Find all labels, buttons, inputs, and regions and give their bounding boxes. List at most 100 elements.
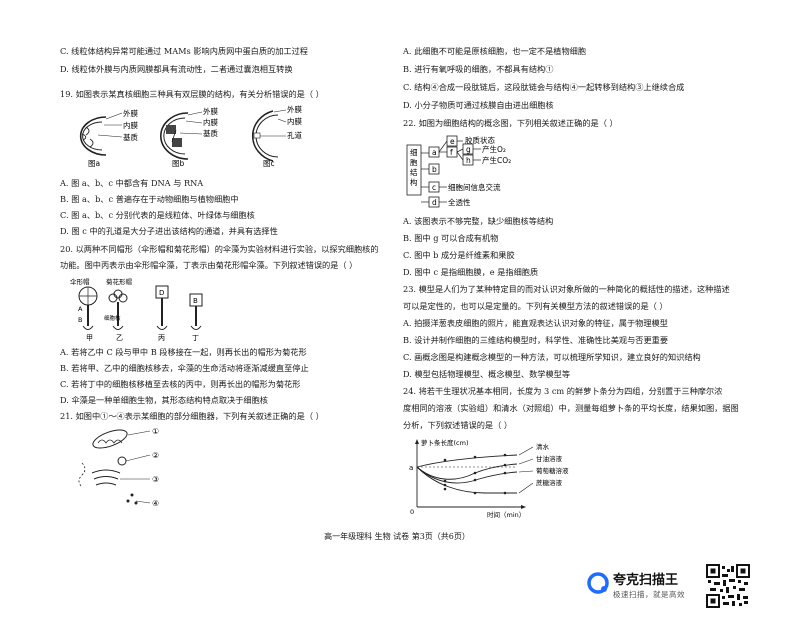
q19-fig-b-chloroplast: 外膜 内膜 基质 图b bbox=[160, 106, 218, 168]
q23-option-d: D. 模型包括物理模型、概念模型、数学模型等 bbox=[403, 369, 571, 379]
q20-option-b: B. 若将甲、乙中的细胞核移去，伞藻的生命活动将逐渐减缓直至停止 bbox=[60, 363, 309, 373]
q19-fig-b-label-inner: 内膜 bbox=[203, 117, 218, 127]
q19-fig-b-label-outer: 外膜 bbox=[203, 106, 218, 116]
q20-fig-seg-d: D bbox=[159, 289, 164, 297]
q23-option-c: C. 画概念图是构建概念模型的一种方法，可以梳理所学知识，建立良好的知识结构 bbox=[403, 352, 701, 362]
qr-code-icon bbox=[706, 564, 750, 608]
q22-box-d-label: d bbox=[432, 198, 437, 207]
q19-fig-a-caption: 图a bbox=[88, 159, 100, 168]
q24-origin: 0 bbox=[410, 508, 414, 516]
q22-root-char: 结 bbox=[410, 167, 418, 177]
q22-box-a-label: a bbox=[432, 148, 437, 157]
q18-option-d: D. 线粒体外膜与内质网膜都具有流动性，二者通过囊泡相互转换 bbox=[60, 64, 293, 74]
q24-curve-sucrose bbox=[416, 466, 517, 494]
q20-figure: 伞形帽 菊花形帽 A B 甲 细胞核 乙 D bbox=[70, 277, 203, 342]
q20-fig-label-yi: 乙 bbox=[116, 334, 123, 342]
q21-figure: ① ② ③ ④ bbox=[78, 427, 159, 508]
q21-mark-2: ② bbox=[152, 451, 159, 460]
q24-stem-line3: 分析，下列叙述错误的是（ ） bbox=[403, 420, 513, 430]
q22-text-colloid: 胶质状态 bbox=[465, 135, 495, 145]
q22-box-b-label: b bbox=[432, 165, 437, 174]
q22-box-c-label: c bbox=[432, 183, 436, 192]
q24-x-label: 时间（min） bbox=[487, 510, 525, 519]
q20-fig-label-ding: 丁 bbox=[192, 334, 199, 342]
q23-stem-line2: 可以是定性的，也可以是定量的。下列有关模型方法的叙述错误的是（ ） bbox=[403, 301, 668, 311]
q22-option-b: B. 图中 g 可以合成有机物 bbox=[403, 233, 499, 243]
q19-fig-c-label-pore: 孔道 bbox=[287, 130, 302, 140]
q21-golgi bbox=[91, 469, 121, 486]
q22-option-d: D. 图中 c 是指细胞膜，e 是指细胞质 bbox=[403, 267, 539, 277]
brand-name: 夸克扫描王 bbox=[613, 573, 679, 588]
q20-option-a: A. 若将乙中 C 段与甲中 B 段移接在一起，则再长出的帽形为菊花形 bbox=[60, 347, 307, 357]
q24-legend-glucose: 葡萄糖溶液 bbox=[536, 466, 569, 475]
q20-fig-jia: A B 甲 bbox=[78, 286, 98, 342]
q20-fig-seg-a: A bbox=[78, 305, 83, 313]
q19-fig-a-label-inner: 内膜 bbox=[123, 120, 138, 130]
q24-curve-glucose bbox=[416, 466, 518, 484]
q19-fig-b-caption: 图b bbox=[172, 159, 184, 168]
q22-box-f-label: f bbox=[450, 148, 453, 157]
q22-box-b bbox=[428, 163, 440, 175]
brand-slogan: 极速扫描，就是高效 bbox=[613, 590, 685, 599]
q24-stem-line1: 24. 将若干生理状况基本相同，长度为 3 cm 的鲜萝卜条分为四组，分别置于三… bbox=[403, 386, 723, 396]
q21-mark-3: ③ bbox=[152, 475, 159, 484]
q22-box-e-label: e bbox=[450, 137, 455, 146]
q19-fig-c-nuclear-envelope: 外膜 内膜 孔道 图c bbox=[252, 104, 302, 168]
q21-mark-4: ④ bbox=[152, 499, 159, 508]
q22-text-co2: 产生CO₂ bbox=[482, 155, 511, 165]
q21-mark-1: ① bbox=[152, 427, 159, 436]
q21-stem: 21. 如图中①～④表示某细胞的部分细胞器，下列有关叙述正确的是（ ） bbox=[60, 411, 324, 421]
q22-text-o2: 产生O₂ bbox=[482, 144, 506, 154]
q19-fig-c-caption: 图c bbox=[263, 159, 275, 168]
q20-option-d: D. 伞藻是一种单细胞生物，其形态结构特点取决于细胞核 bbox=[60, 395, 268, 405]
q24-stem-line2: 度相同的溶液（实验组）和清水（对照组）中，测量每组萝卜条的平均长度，结果如图，据… bbox=[403, 403, 739, 413]
q20-fig-bing: D 丙 bbox=[155, 285, 169, 342]
q24-legend-water: 清水 bbox=[536, 442, 550, 451]
scanner-watermark: 夸克扫描王 极速扫描，就是高效 bbox=[587, 568, 697, 608]
page-footer: 高一年级理科 生物 试卷 第3页（共6页） bbox=[324, 532, 470, 541]
q24-chart: 萝卜条长度(cm) a 0 时间（min） 清水 甘油溶液 葡萄糖溶液 蔗糖溶液 bbox=[409, 438, 569, 519]
q20-stem-line2: 功能。图中丙表示由伞形帽伞藻，丁表示由菊花形帽伞藻。下列叙述错误的是（ ） bbox=[60, 260, 358, 270]
q20-fig-seg-b2: B bbox=[193, 297, 198, 305]
q19-fig-a-label-matrix: 基质 bbox=[123, 132, 138, 142]
q20-fig-ding: B 丁 bbox=[189, 293, 203, 342]
q20-fig-nucleus-label: 细胞核 bbox=[104, 314, 121, 322]
q20-fig-seg-b: B bbox=[78, 316, 82, 324]
q22-root-char: 构 bbox=[410, 177, 418, 187]
q19-fig-c-label-outer: 外膜 bbox=[287, 104, 302, 114]
q22-option-c: C. 图中 b 成分是纤维素和果胶 bbox=[403, 250, 515, 260]
q19-fig-c-label-inner: 内膜 bbox=[287, 116, 302, 126]
q21-option-c: C. 结构④合成一段肽链后，这段肽链会与结构④一起转移到结构③上继续合成 bbox=[403, 82, 685, 92]
q20-fig-umbrella-label: 伞形帽 bbox=[70, 277, 90, 286]
q19-fig-a-mitochondrion: 外膜 内膜 基质 图a bbox=[79, 108, 138, 168]
q19-figure: 外膜 内膜 基质 图a 外膜 内膜 基质 图b bbox=[79, 104, 302, 168]
q19-option-d: D. 图 c 中的孔道是大分子进出该结构的通道，并具有选择性 bbox=[60, 226, 278, 236]
q18-option-c: C. 线粒体结构异常可能通过 MAMs 影响内质网中蛋白质的加工过程 bbox=[60, 46, 308, 56]
q23-option-b: B. 设计并制作细胞的三维结构模型时，科学性、准确性比美观与否更重要 bbox=[403, 335, 669, 345]
q20-stem-line1: 20. 以两种不同帽形（伞形帽和菊花形帽）的伞藻为实验材料进行实验，以探究细胞核… bbox=[60, 244, 379, 254]
q21-mitochondrion bbox=[92, 429, 128, 449]
q22-stem: 22. 如图为细胞结构的概念图，下列相关叙述正确的是（ ） bbox=[403, 118, 618, 128]
quark-logo-icon bbox=[587, 572, 609, 594]
q22-box-h-label: h bbox=[466, 156, 471, 165]
q22-text-signal: 细胞间信息交流 bbox=[448, 182, 501, 192]
q24-legend-glycerol: 甘油溶液 bbox=[536, 454, 563, 463]
q19-fig-a-label-outer: 外膜 bbox=[123, 108, 138, 118]
q19-option-a: A. 图 a、b、c 中都含有 DNA 与 RNA bbox=[60, 178, 204, 188]
q19-fig-b-label-matrix: 基质 bbox=[203, 128, 218, 138]
q19-option-c: C. 图 a、b、c 分别代表的是线粒体、叶绿体与细胞核 bbox=[60, 210, 255, 220]
q21-option-d: D. 小分子物质可通过核膜自由进出细胞核 bbox=[403, 100, 554, 110]
q22-option-a: A. 该图表示不够完整，缺少细胞核等结构 bbox=[403, 216, 554, 226]
q21-centriole bbox=[117, 456, 127, 466]
q22-root-label: 细胞结构 bbox=[410, 147, 418, 187]
q20-fig-yi: 细胞核 乙 bbox=[104, 289, 128, 342]
q24-curve-water bbox=[416, 454, 518, 468]
q22-root-char: 胞 bbox=[410, 157, 418, 167]
q23-option-a: A. 拍摄洋葱表皮细胞的照片，能直观表达认识对象的特征，属于物理模型 bbox=[403, 318, 668, 328]
q24-y-mark-a: a bbox=[409, 464, 413, 472]
q21-option-b: B. 进行有氧呼吸的细胞，不都具有结构① bbox=[403, 64, 554, 74]
q22-box-g-label: g bbox=[466, 145, 471, 154]
q22-root-box bbox=[406, 144, 422, 196]
q24-legend-sucrose: 蔗糖溶液 bbox=[536, 478, 563, 487]
q20-fig-label-jia: 甲 bbox=[86, 334, 93, 342]
